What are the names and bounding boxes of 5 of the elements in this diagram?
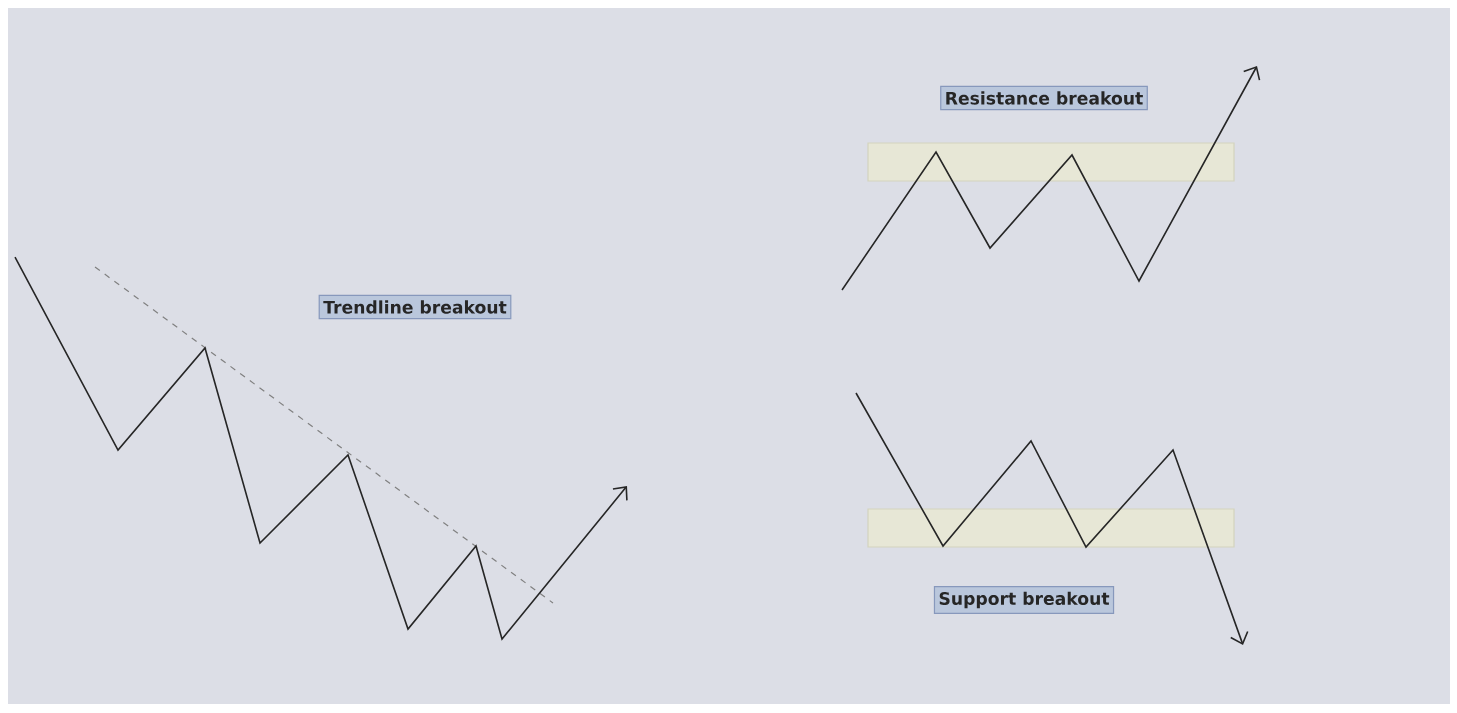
label-box: Trendline breakout (318, 294, 512, 320)
label-box: Support breakout (933, 586, 1115, 614)
band (867, 508, 1235, 548)
band (867, 142, 1235, 182)
label-box: Resistance breakout (940, 85, 1148, 111)
